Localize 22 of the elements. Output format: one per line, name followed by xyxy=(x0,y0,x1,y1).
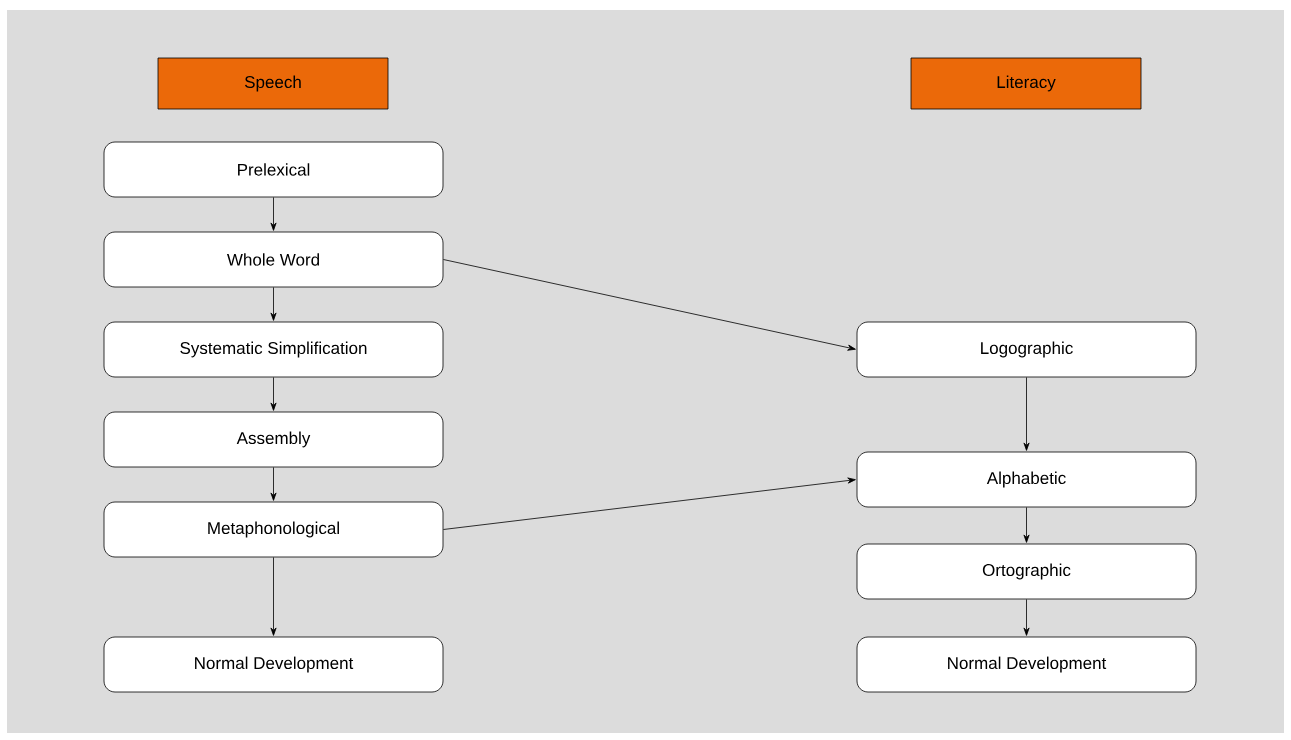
stage-box: Metaphonological xyxy=(103,501,444,558)
arrow xyxy=(270,197,277,231)
stage-box: Normal Development xyxy=(103,636,444,693)
arrow xyxy=(443,477,856,530)
stage-box: Systematic Simplification xyxy=(103,321,444,378)
arrow xyxy=(270,377,277,411)
header-box: Speech xyxy=(157,57,389,110)
arrow xyxy=(270,557,277,636)
arrow xyxy=(443,259,856,351)
header-box: Literacy xyxy=(910,57,1142,110)
stage-box: Ortographic xyxy=(856,543,1197,600)
stage-box: Assembly xyxy=(103,411,444,468)
arrow xyxy=(270,287,277,321)
stage-box: Whole Word xyxy=(103,231,444,288)
stage-box: Prelexical xyxy=(103,141,444,198)
arrow xyxy=(270,467,277,501)
arrow xyxy=(1023,507,1030,543)
stage-box: Normal Development xyxy=(856,636,1197,693)
arrow xyxy=(1023,599,1030,636)
stage-box: Logographic xyxy=(856,321,1197,378)
arrow xyxy=(1023,377,1030,451)
stage-box: Alphabetic xyxy=(856,451,1197,508)
